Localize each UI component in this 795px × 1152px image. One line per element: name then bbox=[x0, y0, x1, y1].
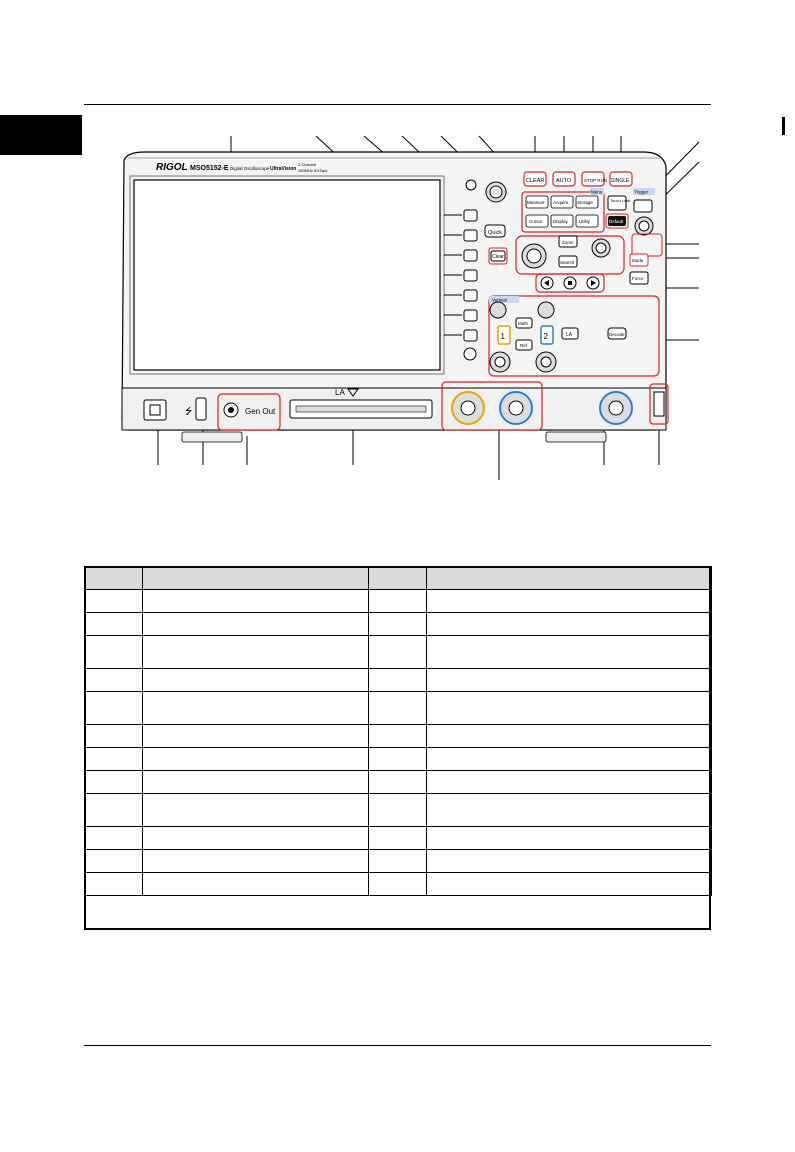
vertical-label: Vertical bbox=[492, 298, 507, 303]
bottom-rule bbox=[84, 1045, 711, 1046]
table-row bbox=[84, 872, 712, 896]
top-rule bbox=[84, 104, 711, 105]
quick-key: Quick bbox=[488, 230, 502, 236]
stop-run-key: STOP RUN bbox=[584, 178, 607, 183]
storage-key: Storage bbox=[577, 200, 593, 205]
table-row bbox=[84, 668, 712, 692]
zoom-key: Zoom bbox=[562, 240, 574, 245]
channels-line2: 150MHz 8GSa/s bbox=[298, 168, 327, 173]
header-cell bbox=[426, 566, 712, 590]
table-row bbox=[84, 724, 712, 748]
trigger-label: Trigger bbox=[634, 190, 649, 195]
gen-out-label: Gen Out bbox=[245, 407, 276, 416]
decode-key: Decode bbox=[609, 332, 625, 337]
menu-label: Menu bbox=[591, 190, 603, 195]
header-cell bbox=[142, 566, 369, 590]
brand-logo: RIGOL bbox=[156, 162, 188, 173]
table-header-row bbox=[84, 566, 712, 590]
ch2-key: 2 bbox=[544, 332, 549, 341]
table-row bbox=[84, 770, 712, 794]
chapter-tab bbox=[0, 115, 82, 155]
la-key: LA bbox=[566, 332, 573, 338]
display-screen bbox=[133, 179, 441, 371]
search-key: Search bbox=[560, 260, 575, 265]
touch-lock-key: Touch Lock bbox=[610, 198, 630, 203]
default-key: Default bbox=[609, 219, 624, 224]
mode-key: Mode bbox=[632, 258, 644, 263]
utility-key: Utility bbox=[579, 219, 591, 224]
ultravision-logo: UltraVision bbox=[270, 166, 296, 172]
display-key: Display bbox=[553, 219, 569, 224]
table-row bbox=[84, 793, 712, 827]
la-port-label: LA bbox=[335, 388, 345, 397]
model-desc: Digital Oscilloscope bbox=[230, 166, 270, 171]
table-row bbox=[84, 826, 712, 850]
header-cell bbox=[84, 566, 143, 590]
front-panel-figure: RIGOL MSO5152-E Digital Oscilloscope Ult… bbox=[84, 130, 711, 490]
table-row bbox=[84, 635, 712, 669]
table-row bbox=[84, 589, 712, 613]
ref-key: Ref bbox=[520, 343, 528, 348]
acquire-key: Acquire bbox=[553, 200, 569, 205]
model-name: MSO5152-E bbox=[190, 165, 229, 172]
menu-softkeys bbox=[463, 179, 478, 361]
table-row bbox=[84, 849, 712, 873]
usb-icon: ⭍ bbox=[185, 406, 193, 416]
parts-table bbox=[84, 566, 712, 896]
table-row bbox=[84, 691, 712, 725]
cursor-key: Cursor bbox=[529, 219, 543, 224]
clear-soft-key: Clear bbox=[492, 254, 504, 260]
channels-line1: 2 Channel bbox=[298, 162, 316, 167]
math-key: Math bbox=[518, 321, 529, 326]
ch1-key: 1 bbox=[501, 332, 506, 341]
edge-mark bbox=[782, 117, 785, 135]
clear-key: CLEAR bbox=[526, 178, 544, 184]
table-row bbox=[84, 612, 712, 636]
auto-key: AUTO bbox=[556, 178, 572, 184]
single-key: SINGLE bbox=[611, 178, 630, 184]
force-key: Force bbox=[632, 276, 644, 281]
table-row bbox=[84, 747, 712, 771]
measure-key: Measure bbox=[527, 200, 545, 205]
header-cell bbox=[368, 566, 427, 590]
